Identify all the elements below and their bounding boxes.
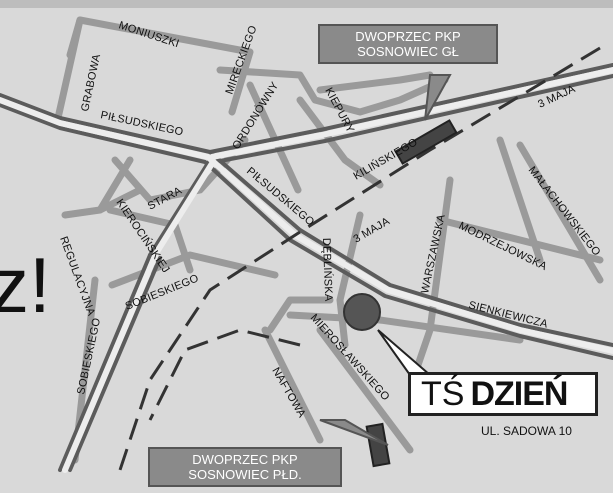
station-north-marker <box>394 119 458 165</box>
station-north-label: DWOPRZEC PKP SOSNOWIEC GŁ <box>318 24 498 64</box>
station-south-line-1: DWOPRZEC PKP <box>192 452 298 467</box>
company-name: DZIEŃ <box>470 375 568 413</box>
station-north-line-2: SOSNOWIEC GŁ <box>357 44 459 59</box>
side-text: z! <box>0 241 51 329</box>
company-address: UL. SADOWA 10 <box>481 424 572 438</box>
company-prefix: TŚ <box>421 375 465 413</box>
main-roads <box>0 63 613 472</box>
station-south-pointer <box>319 419 389 446</box>
station-north-pointer <box>424 74 452 121</box>
station-south-line-2: SOSNOWIEC PŁD. <box>188 467 302 482</box>
station-north-line-1: DWOPRZEC PKP <box>355 29 461 44</box>
company-location-marker <box>343 293 381 331</box>
station-south-label: DWOPRZEC PKP SOSNOWIEC PŁD. <box>148 447 342 487</box>
label-deblinska: DĘBLIŃSKA <box>320 238 335 302</box>
railway <box>118 46 601 471</box>
